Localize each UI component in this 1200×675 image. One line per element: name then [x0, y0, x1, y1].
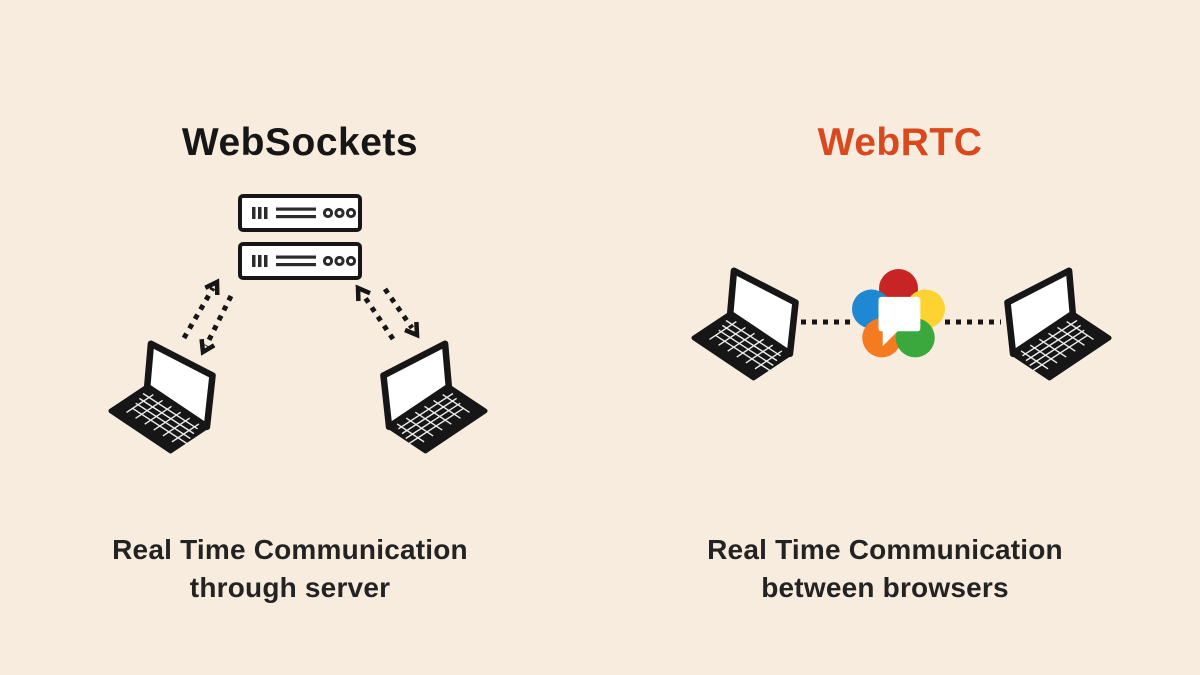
laptop-icon: [376, 338, 488, 455]
dotted-peer-link: [945, 319, 1001, 325]
speech-bubble-tail: [882, 326, 901, 347]
laptop-icon: [691, 265, 803, 382]
laptop-icon: [1000, 265, 1112, 382]
dotted-bidirectional-arrows: [181, 278, 420, 356]
speech-bubble: [878, 296, 921, 332]
caption-line-1: Real Time Communication: [707, 534, 1063, 565]
dotted-peer-link: [801, 319, 853, 325]
webrtc-title: WebRTC: [817, 121, 983, 165]
caption-line-1: Real Time Communication: [112, 534, 468, 565]
webrtc-panel: WebRTC Real Time Communication: [600, 0, 1200, 675]
websockets-caption: Real Time Communication through server: [30, 531, 550, 607]
caption-line-2: through server: [189, 572, 391, 603]
laptop-icon: [108, 338, 220, 455]
webrtc-caption: Real Time Communication between browsers: [625, 531, 1145, 607]
websockets-title: WebSockets: [181, 121, 419, 165]
caption-line-2: between browsers: [761, 572, 1009, 603]
server-rack-icon: [238, 194, 362, 282]
webrtc-logo-icon: [852, 269, 945, 358]
websockets-panel: WebSockets: [0, 121, 600, 607]
